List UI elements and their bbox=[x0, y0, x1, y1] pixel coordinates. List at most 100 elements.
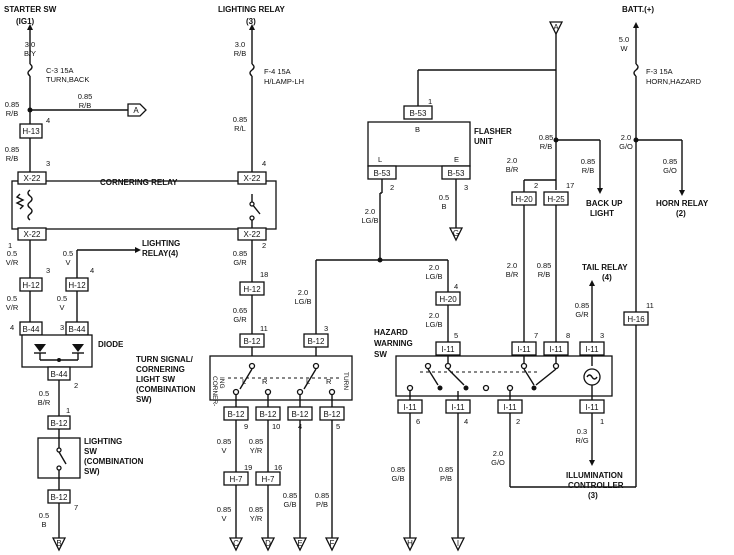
terminal-f: F bbox=[330, 539, 335, 548]
contact-icon bbox=[56, 447, 62, 453]
terminal-h-icon bbox=[402, 537, 418, 552]
contact-icon bbox=[232, 388, 240, 396]
splice-dot bbox=[57, 358, 61, 362]
turn-signal-label: LIGHT SW bbox=[136, 375, 176, 384]
wire-color: LG/B bbox=[361, 216, 378, 225]
pin: 4 bbox=[262, 159, 266, 168]
wire-size: 0.85 bbox=[315, 491, 330, 500]
wire-size: 0.85 bbox=[249, 505, 264, 514]
wire-color: V bbox=[221, 446, 226, 455]
contact-icon bbox=[312, 362, 320, 370]
wire-color: LG/B bbox=[294, 297, 311, 306]
contact-icon bbox=[424, 362, 432, 370]
connector-label: B-12 bbox=[51, 419, 68, 428]
pin: 17 bbox=[566, 181, 574, 190]
terminal-d-icon bbox=[260, 537, 276, 552]
arrow-right-icon bbox=[135, 247, 141, 253]
wire-size: 0.5 bbox=[63, 249, 73, 258]
wire-color: G/B bbox=[392, 474, 405, 483]
pin: 2 bbox=[74, 381, 78, 390]
wire-size: 0.65 bbox=[233, 306, 248, 315]
lighting-relay-top-num: (3) bbox=[246, 17, 256, 26]
fuse-f3-icon bbox=[633, 63, 639, 77]
wire-size: 0.85 bbox=[439, 465, 454, 474]
illumination-label: CONTROLLER bbox=[568, 481, 624, 490]
pin: 11 bbox=[260, 324, 268, 333]
connector-label: B-12 bbox=[244, 337, 261, 346]
contact-icon bbox=[520, 362, 528, 370]
pin: 7 bbox=[534, 331, 538, 340]
connector-label: H-12 bbox=[68, 281, 86, 290]
terminal-i: I bbox=[457, 539, 459, 548]
wire-size: 0.85 bbox=[5, 145, 20, 154]
wire-size: 0.85 bbox=[391, 465, 406, 474]
terminal-i-icon bbox=[450, 537, 466, 552]
connector-label: H-12 bbox=[243, 285, 261, 294]
fuse-f4-icon bbox=[249, 63, 255, 77]
switch-icon bbox=[303, 368, 317, 390]
pin: 7 bbox=[74, 503, 78, 512]
connector-label: B-12 bbox=[260, 410, 277, 419]
terminal-h: H bbox=[407, 539, 413, 548]
contact-icon bbox=[56, 465, 62, 471]
wire-color: LG/B bbox=[425, 272, 442, 281]
pin: 1 bbox=[428, 97, 432, 106]
wire-size: 2.0 bbox=[507, 261, 517, 270]
connector-label: H-20 bbox=[439, 295, 457, 304]
connector-label: B-12 bbox=[308, 337, 325, 346]
connector-label: H-20 bbox=[515, 195, 533, 204]
wire-color: B bbox=[441, 202, 446, 211]
tail-relay-label: TAIL RELAY bbox=[582, 263, 628, 272]
horn-relay-label: HORN RELAY bbox=[656, 199, 709, 208]
flasher-label: UNIT bbox=[474, 137, 493, 146]
flasher-label: FLASHER bbox=[474, 127, 512, 136]
hazard-label: WARNING bbox=[374, 339, 413, 348]
wire-size: 0.3 bbox=[577, 427, 587, 436]
hazard-sw-box bbox=[395, 355, 613, 397]
wire-color: R/G bbox=[575, 436, 589, 445]
pin: 4 bbox=[454, 282, 458, 291]
wire-color: R/B bbox=[582, 166, 595, 175]
terminal-c-icon bbox=[228, 537, 244, 552]
arrow-down-icon bbox=[679, 190, 685, 196]
switch-icon bbox=[523, 368, 535, 386]
contact-icon bbox=[482, 384, 490, 392]
wire-size: 0.5 bbox=[439, 193, 449, 202]
contact-icon bbox=[249, 215, 255, 221]
lighting-relay-top-label: LIGHTING RELAY bbox=[218, 5, 285, 14]
pin: 1 bbox=[600, 417, 604, 426]
terminal-label: L bbox=[378, 155, 382, 164]
wire-color: R/B bbox=[6, 154, 19, 163]
illumination-label: ILLUMINATION bbox=[566, 471, 623, 480]
diode-icon bbox=[34, 344, 46, 352]
wire-size: 0.85 bbox=[539, 133, 554, 142]
connector-label: H-25 bbox=[547, 195, 565, 204]
wire-size: 3.0 bbox=[25, 40, 35, 49]
wire-size: 0.5 bbox=[57, 294, 67, 303]
wire-size: 2.0 bbox=[429, 311, 439, 320]
pin: 10 bbox=[272, 422, 280, 431]
connector-x22 bbox=[17, 227, 47, 241]
wire-color: V/R bbox=[6, 258, 19, 267]
wire-color: B bbox=[41, 520, 46, 529]
wire-color: R/L bbox=[234, 124, 246, 133]
contact-icon bbox=[296, 388, 304, 396]
wire-color: G/O bbox=[491, 458, 505, 467]
switch-icon bbox=[427, 368, 439, 386]
tail-relay-num: (4) bbox=[602, 273, 612, 282]
pin: 4 bbox=[464, 417, 468, 426]
wire-color: G/R bbox=[575, 310, 589, 319]
wire-size: 2.0 bbox=[507, 156, 517, 165]
arrow-down-icon bbox=[589, 460, 595, 466]
relay-coil-icon bbox=[27, 189, 33, 221]
switch-icon bbox=[58, 451, 67, 465]
turn-signal-label: TURN SIGNAL/ bbox=[136, 355, 194, 364]
wire-color: R/B bbox=[6, 109, 19, 118]
contact-icon bbox=[328, 388, 336, 396]
connector-label: X-22 bbox=[24, 174, 41, 183]
wire-color: Y/R bbox=[250, 514, 263, 523]
batt-label: BATT.(+) bbox=[622, 5, 654, 14]
terminal-g-icon bbox=[448, 227, 464, 242]
resistor-icon bbox=[15, 193, 25, 210]
pin: 4 bbox=[90, 266, 94, 275]
